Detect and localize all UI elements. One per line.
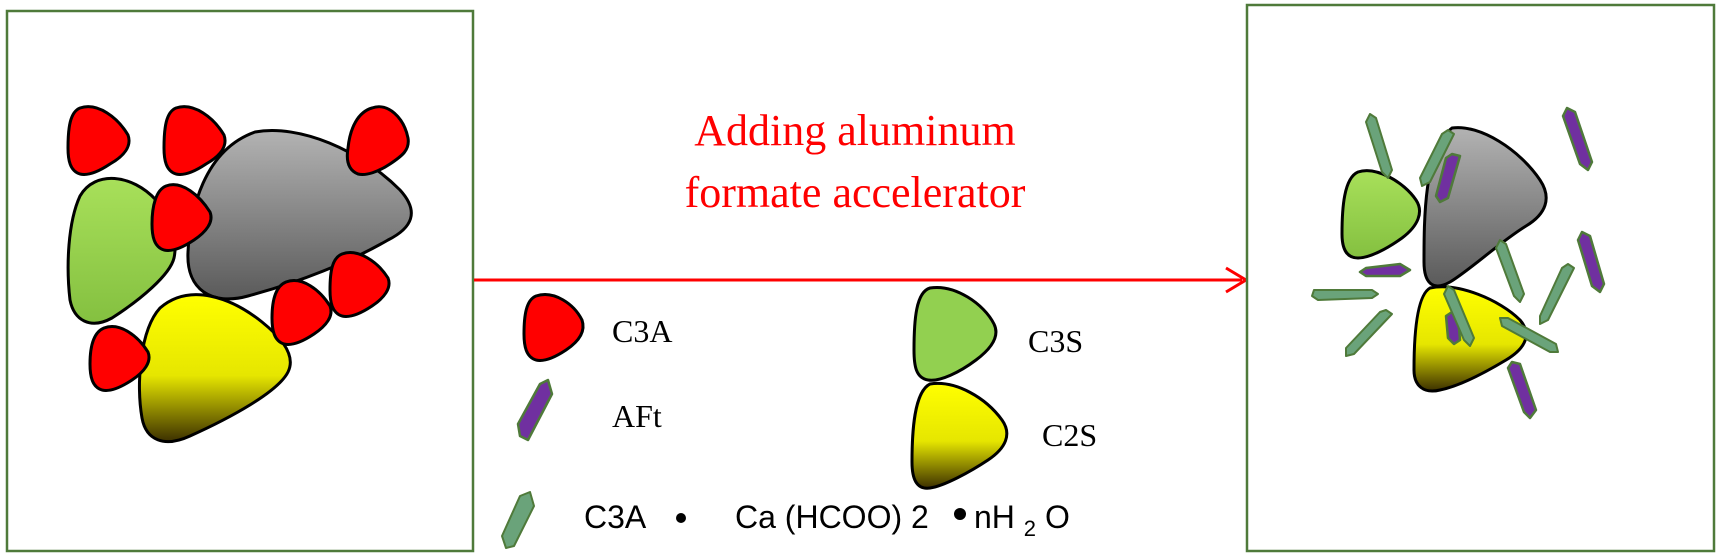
legend-c3s-label: C3S (1028, 323, 1083, 359)
c3a-particle-3 (345, 105, 410, 176)
complex-part-2: Ca (HCOO) 2 (735, 499, 929, 535)
aft-needle-3 (1358, 262, 1412, 278)
legend-c3a-label: C3A (612, 313, 672, 349)
legend-c2s-swatch (910, 381, 1009, 490)
legend-complex-text: C3A ​ Ca (HCOO) 2 nH 2 O (584, 499, 1070, 543)
aft-needle-5 (1506, 360, 1538, 420)
c2s-particle (137, 293, 292, 444)
complex-part-4: O (1045, 499, 1070, 535)
c3a-particle-4 (150, 183, 213, 252)
aft-needle-4 (1576, 230, 1606, 294)
complex-needles (1311, 113, 1575, 357)
complex-needle-1 (1365, 113, 1393, 179)
complex-bullet-1 (676, 513, 686, 523)
c3a-particle-5 (328, 251, 391, 318)
reaction-arrow (474, 266, 1249, 294)
right-particles (1311, 106, 1606, 420)
c3a-particle-2 (162, 105, 227, 176)
c3a-particle-6 (270, 279, 333, 346)
complex-bullet-2 (954, 508, 966, 520)
complex-needle-7 (1443, 285, 1475, 347)
complex-needle-2 (1419, 129, 1455, 187)
complex-part-3: nH (974, 499, 1015, 535)
complex-needle-4 (1345, 309, 1393, 357)
legend-c3a-swatch (522, 293, 585, 362)
legend: C3A C3S AFt C2S C3A ​ Ca (HCOO) 2 nH 2 O (501, 285, 1097, 549)
right-frame (1245, 3, 1716, 553)
title-line-1: Adding aluminum (694, 106, 1015, 155)
complex-needle-8 (1499, 317, 1559, 353)
title-line-2: formate accelerator (685, 168, 1026, 217)
legend-c2s-label: C2S (1042, 417, 1097, 453)
left-particles (66, 105, 413, 444)
legend-c3s-swatch (912, 285, 998, 382)
complex-needle-5 (1495, 239, 1525, 303)
complex-part-1: C3A (584, 499, 647, 535)
aft-needles (1358, 106, 1606, 420)
legend-complex-swatch (501, 491, 535, 549)
complex-sub: 2 (1024, 516, 1036, 541)
c3s-particle-after (1340, 169, 1421, 260)
complex-needle-6 (1539, 263, 1575, 325)
c3a-particle-7 (88, 325, 151, 392)
legend-aft-label: AFt (612, 398, 662, 434)
c3s-particle (66, 176, 177, 325)
aft-needle-1 (1561, 106, 1594, 172)
legend-aft-swatch (516, 378, 554, 442)
aft-needle-2 (1434, 152, 1462, 204)
c3a-particle-1 (66, 105, 131, 176)
complex-needle-3 (1311, 289, 1379, 301)
